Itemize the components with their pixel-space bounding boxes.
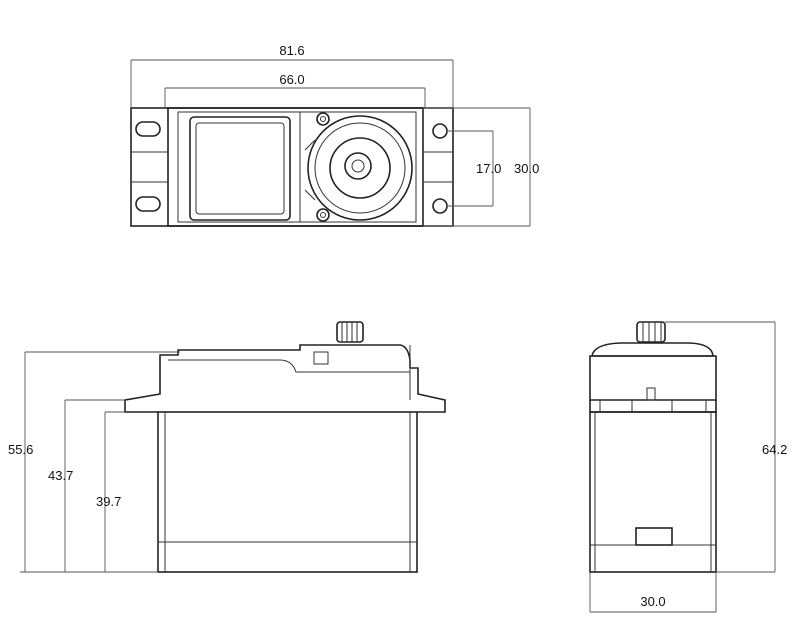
end-view-dimensions: 64.2 30.0 <box>589 321 787 613</box>
dim-flange-top-height: 43.7 <box>48 468 73 483</box>
screw-top <box>316 112 330 126</box>
top-view-body <box>167 107 424 227</box>
dim-body-width-side: 30.0 <box>640 594 665 609</box>
output-spline <box>344 152 372 180</box>
end-view-cable-exit <box>635 527 673 546</box>
screw-bottom <box>316 208 330 222</box>
dim-body-width-top: 30.0 <box>514 161 539 176</box>
gear-outer-ring <box>307 115 413 221</box>
mount-slot-left-top <box>135 121 161 137</box>
label-plate <box>189 116 291 221</box>
dim-mount-hole-spacing: 66.0 <box>279 72 304 87</box>
dim-top-flange-height: 55.6 <box>8 442 33 457</box>
mount-slot-right-bottom <box>432 198 448 214</box>
gear-housing <box>299 111 417 223</box>
dim-total-height: 64.2 <box>762 442 787 457</box>
end-view-top-cap <box>591 342 714 357</box>
end-view <box>589 321 717 573</box>
mount-slot-left-bottom <box>135 196 161 212</box>
side-view-top-cap <box>159 344 411 368</box>
side-view <box>124 321 446 573</box>
side-view-body <box>157 411 418 573</box>
side-view-spline <box>336 321 364 343</box>
top-view <box>130 107 454 227</box>
side-view-dimensions: 55.6 43.7 39.7 <box>8 351 180 573</box>
dim-flange-bottom-height: 39.7 <box>96 494 121 509</box>
top-view-dimensions: 81.6 66.0 17.0 30.0 <box>130 43 539 227</box>
mount-slot-right-top <box>432 123 448 139</box>
end-view-body <box>589 411 717 573</box>
dim-mount-hole-pitch: 17.0 <box>476 161 501 176</box>
top-view-body-inner <box>177 111 417 223</box>
dim-overall-width: 81.6 <box>279 43 304 58</box>
end-view-spline <box>636 321 666 343</box>
